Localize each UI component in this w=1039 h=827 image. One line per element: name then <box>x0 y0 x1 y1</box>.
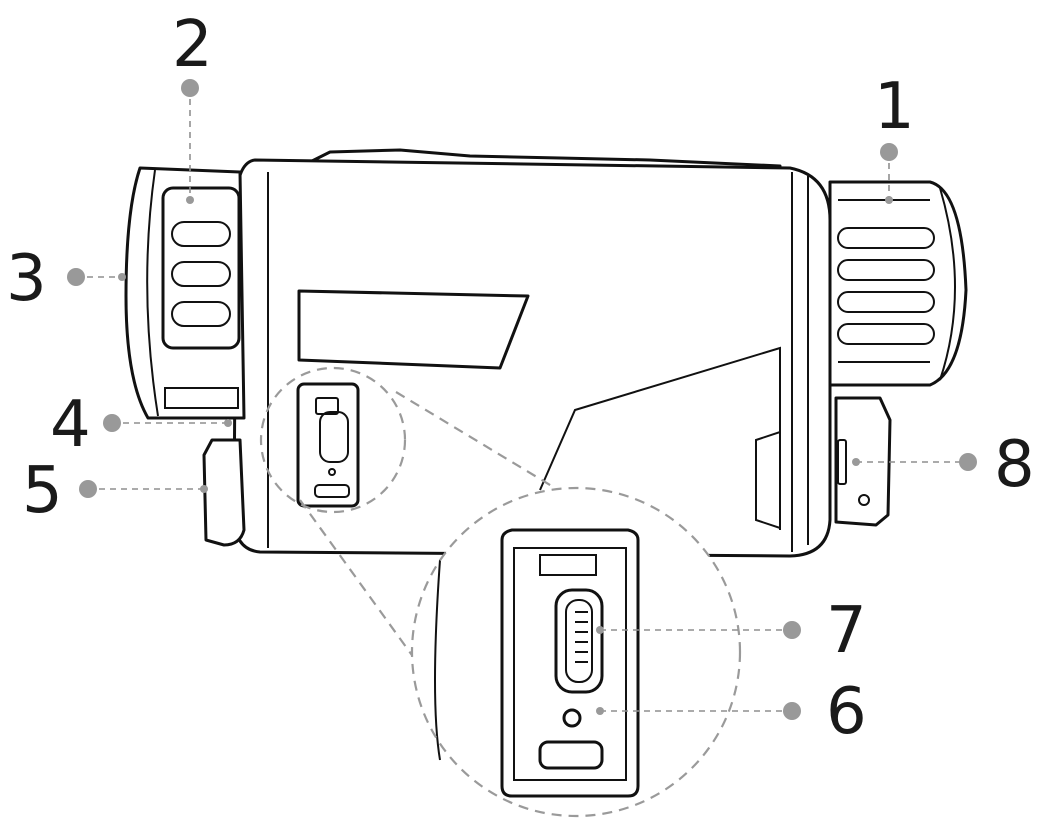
zoom-source-circle <box>259 366 407 514</box>
callout-6-label: 6 <box>826 675 867 749</box>
zoom-detail <box>412 488 740 816</box>
usb-port-cover-small <box>296 382 360 508</box>
zoom-detail-circle <box>410 486 742 818</box>
callout-3: 3 <box>6 242 126 316</box>
callout-3-label: 3 <box>6 242 47 316</box>
callout-1-label: 1 <box>874 70 915 144</box>
eyepiece-assembly <box>124 166 246 420</box>
callout-4: 4 <box>50 388 232 462</box>
callout-8-label: 8 <box>994 428 1035 502</box>
callout-5: 5 <box>22 454 208 528</box>
callout-7: 7 <box>596 594 867 668</box>
callout-1: 1 <box>874 70 915 204</box>
callout-6: 6 <box>596 675 867 749</box>
bottom-left-button <box>202 438 246 547</box>
callout-7-label: 7 <box>826 594 867 668</box>
side-cover <box>834 396 892 527</box>
callout-4-label: 4 <box>50 388 91 462</box>
monocular-body <box>232 148 832 558</box>
callout-2: 2 <box>172 8 213 204</box>
objective-assembly <box>828 180 968 387</box>
callout-8: 8 <box>852 428 1035 502</box>
callout-5-label: 5 <box>22 454 63 528</box>
callout-2-label: 2 <box>172 8 213 82</box>
